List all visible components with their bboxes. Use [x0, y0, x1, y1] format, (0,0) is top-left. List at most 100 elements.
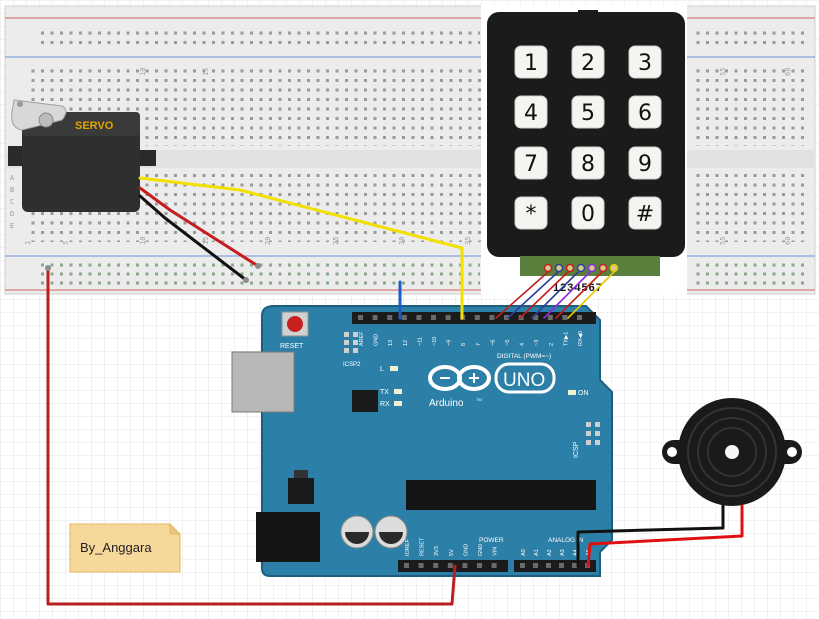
- header-pin[interactable]: [431, 315, 436, 320]
- keypad-key-0[interactable]: 0: [571, 196, 605, 230]
- keypad-key-3[interactable]: 3: [628, 45, 662, 79]
- power-header: [398, 560, 508, 572]
- pin-label: A1: [534, 549, 540, 556]
- bottom-rail-holes-right: [690, 262, 810, 286]
- header-pin[interactable]: [462, 563, 468, 568]
- column-number-55: 55: [719, 237, 727, 245]
- header-pin[interactable]: [572, 563, 577, 568]
- keypad-key-label: 7: [524, 152, 538, 177]
- top-rail-holes-right: [690, 26, 810, 48]
- pin-label: IOREF: [405, 539, 411, 556]
- icsp-pin: [586, 422, 591, 427]
- column-number-60-top: 60: [784, 68, 792, 76]
- header-pin[interactable]: [387, 315, 393, 320]
- keypad-key-6[interactable]: 6: [628, 95, 662, 129]
- header-pin[interactable]: [546, 563, 551, 568]
- pin-label: ~3: [534, 340, 540, 346]
- header-pin[interactable]: [416, 315, 422, 320]
- keypad-key-8[interactable]: 8: [571, 146, 605, 180]
- keypad-key-label: *: [526, 202, 537, 227]
- led-l: [390, 366, 398, 371]
- led-rx-label: RX: [380, 401, 390, 408]
- pin-label: ~6: [490, 340, 496, 346]
- power-jack[interactable]: [256, 512, 320, 562]
- icsp2-pin: [344, 348, 349, 353]
- reset-button[interactable]: [287, 316, 303, 332]
- icsp-pin: [595, 440, 600, 445]
- keypad-key-hash[interactable]: #: [628, 196, 662, 230]
- keypad-key-9[interactable]: 9: [628, 146, 662, 180]
- led-on: [568, 390, 576, 395]
- keypad-key-2[interactable]: 2: [571, 45, 605, 79]
- row-letter-b: B: [10, 186, 14, 194]
- header-pin[interactable]: [418, 563, 424, 568]
- pin-label: A4: [573, 549, 579, 556]
- keypad-pin: [609, 263, 619, 273]
- pin-label: 5V: [449, 549, 455, 556]
- column-number-20: 20: [264, 237, 272, 245]
- header-pin[interactable]: [504, 315, 509, 320]
- arduino-uno: RESET ICSP2 L TX RX ON UNO Arduino TM: [231, 305, 613, 577]
- keypad-wire-7: [567, 271, 615, 319]
- keypad-pin: [543, 263, 553, 273]
- header-pin[interactable]: [491, 563, 497, 568]
- keypad-pin: [598, 263, 608, 273]
- pin-label: A2: [547, 549, 553, 556]
- header-pin[interactable]: [477, 563, 482, 568]
- header-pin[interactable]: [520, 563, 525, 568]
- wire-servo-power: [138, 186, 260, 268]
- servo: SERVO: [8, 99, 156, 212]
- header-pin[interactable]: [559, 563, 564, 568]
- column-number-25: 25: [332, 237, 340, 245]
- keypad-key-label: 1: [524, 51, 538, 76]
- column-number-10: 10: [139, 237, 147, 245]
- header-pin[interactable]: [562, 315, 568, 320]
- led-l-label: L: [380, 366, 384, 373]
- wire-servo-ground: [138, 194, 248, 282]
- usb-port[interactable]: [231, 351, 295, 413]
- header-pin[interactable]: [401, 315, 407, 320]
- terminal-strip-top-right: [690, 66, 810, 146]
- keypad-key-star[interactable]: *: [514, 196, 548, 230]
- keypad-wire-5: [543, 271, 591, 319]
- row-letter-d: D: [10, 210, 14, 218]
- column-number-5: 5: [62, 241, 70, 245]
- pin-label: GND: [478, 544, 484, 556]
- header-pin[interactable]: [445, 315, 451, 320]
- keypad-key-1[interactable]: 1: [514, 45, 548, 79]
- keypad-key-label: 5: [581, 101, 595, 126]
- header-pin[interactable]: [404, 563, 409, 568]
- icsp-header: [586, 422, 600, 445]
- header-pin[interactable]: [547, 315, 553, 320]
- analog-label: ANALOG IN: [548, 537, 584, 544]
- wire-buzzer-signal: [586, 504, 744, 568]
- keypad-wire-6: [555, 271, 603, 319]
- header-pin[interactable]: [474, 315, 480, 320]
- keypad-key-label: 0: [581, 202, 595, 227]
- voltage-regulator: [288, 478, 314, 504]
- keypad-key-4[interactable]: 4: [514, 95, 548, 129]
- pin-label: 12: [403, 340, 409, 346]
- header-pin[interactable]: [533, 315, 539, 320]
- header-pin[interactable]: [358, 315, 363, 320]
- wire-5v: [46, 266, 457, 606]
- header-pin[interactable]: [577, 315, 582, 320]
- top-rail-holes: [40, 26, 480, 48]
- pin-label: VIN: [493, 547, 499, 556]
- header-pin[interactable]: [533, 563, 538, 568]
- keypad-key-5[interactable]: 5: [571, 95, 605, 129]
- header-pin[interactable]: [447, 563, 453, 568]
- led-on-label: ON: [578, 390, 589, 397]
- arduino-logo: [428, 365, 491, 391]
- pin-label: 8: [461, 343, 467, 346]
- header-pin[interactable]: [372, 315, 378, 320]
- header-pin[interactable]: [433, 563, 439, 568]
- keypad-wire-2: [507, 271, 559, 319]
- uno-text: UNO: [503, 370, 545, 391]
- keypad-key-7[interactable]: 7: [514, 146, 548, 180]
- digital-label: DIGITAL (PWM=~): [497, 353, 551, 360]
- header-pin[interactable]: [489, 315, 495, 320]
- uno-badge: [494, 362, 556, 394]
